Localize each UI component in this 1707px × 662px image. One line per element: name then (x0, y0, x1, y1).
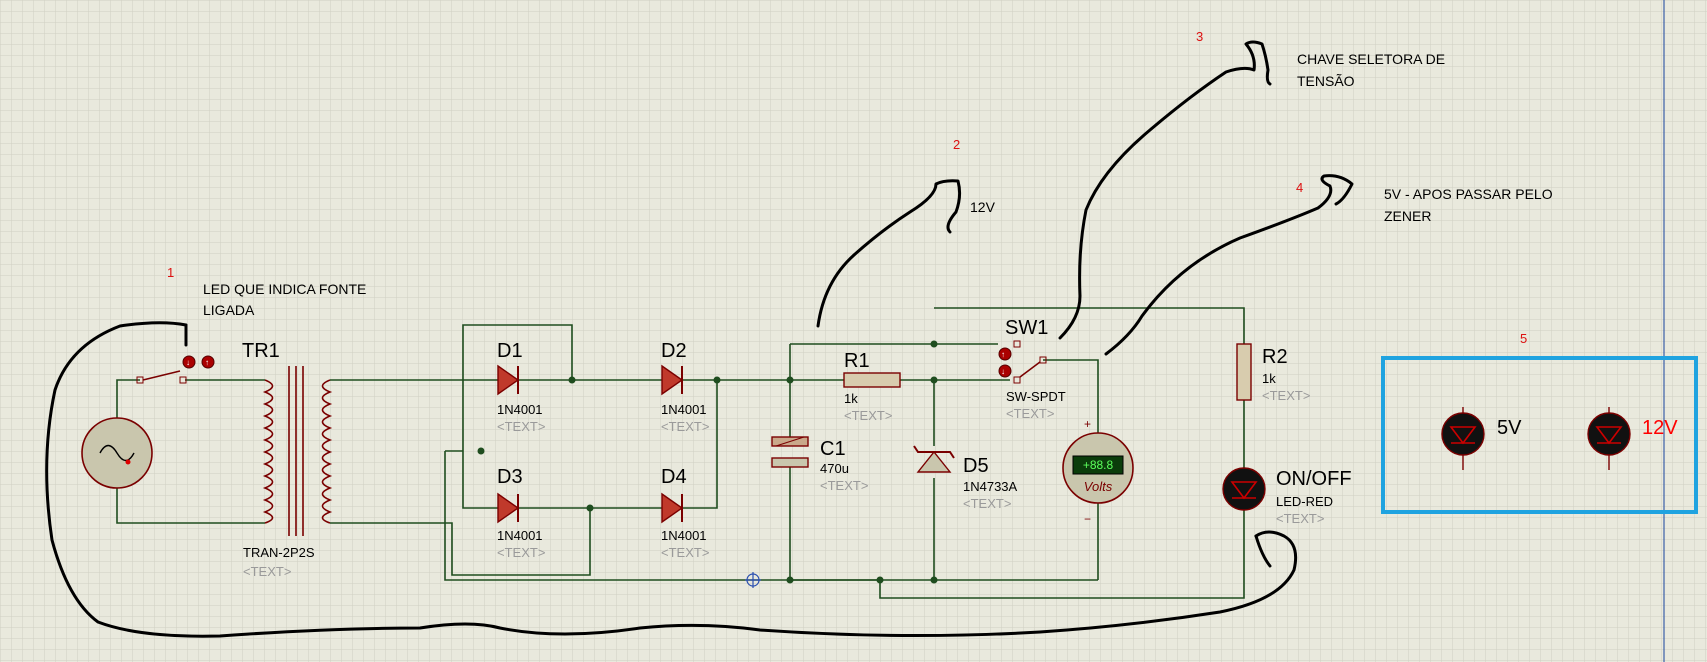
d5-ref: D5 (963, 455, 989, 477)
voltmeter-unit: Volts (1084, 479, 1113, 494)
legend-led-5v: 5V (1441, 407, 1522, 470)
d3-ref: D3 (497, 466, 523, 488)
r2-text: <TEXT> (1262, 388, 1310, 403)
voltmeter[interactable]: +88.8 Volts + − (1062, 417, 1134, 526)
zener-d5[interactable]: D5 1N4733A <TEXT> (913, 445, 1018, 511)
svg-text:↓: ↓ (1001, 367, 1005, 376)
d2-ref: D2 (661, 340, 687, 362)
voltmeter-minus: − (1084, 512, 1091, 526)
sw1-ref: SW1 (1005, 317, 1048, 339)
d1-ref: D1 (497, 340, 523, 362)
tr1-text: <TEXT> (243, 564, 291, 579)
led-legend-box: 5V 12V (1381, 356, 1698, 514)
d2-part: 1N4001 (661, 402, 707, 417)
led-onoff-part: LED-RED (1276, 494, 1333, 509)
diode-d4[interactable]: D4 1N4001 <TEXT> (661, 466, 709, 560)
legend-label-12v: 12V (1642, 417, 1678, 439)
sw1-text: <TEXT> (1006, 406, 1054, 421)
d4-part: 1N4001 (661, 528, 707, 543)
tr1-ref: TR1 (242, 340, 280, 362)
d2-text: <TEXT> (661, 419, 709, 434)
d1-part: 1N4001 (497, 402, 543, 417)
note-3-line-2: TENSÃO (1297, 73, 1355, 89)
c1-value: 470u (820, 461, 849, 476)
note-1-line-1: LED QUE INDICA FONTE (203, 281, 366, 297)
power-switch[interactable]: ↓ ↑ (136, 355, 215, 384)
wires (116, 307, 1245, 599)
junction-dots (477, 340, 938, 584)
cursor-crosshair-icon (745, 572, 761, 588)
ac-source[interactable] (81, 417, 153, 489)
voltmeter-display: +88.8 (1083, 458, 1114, 472)
r2-value: 1k (1262, 371, 1276, 386)
legend-led-12v: 12V (1587, 407, 1678, 470)
switch-sw1[interactable]: ↑ ↓ SW1 SW-SPDT <TEXT> (998, 317, 1066, 421)
diode-d3[interactable]: D3 1N4001 <TEXT> (497, 466, 545, 560)
handdrawn-strokes (45, 40, 1354, 638)
resistor-r1[interactable]: R1 1k <TEXT> (843, 350, 901, 423)
resistor-r2[interactable]: R2 1k <TEXT> (1236, 343, 1310, 403)
capacitor-c1[interactable]: C1 470u <TEXT> (771, 433, 868, 493)
note-3-line-1: CHAVE SELETORA DE (1297, 51, 1445, 67)
d4-text: <TEXT> (661, 545, 709, 560)
transformer-tr1[interactable]: TR1 TRAN-2P2S <TEXT> (242, 340, 333, 579)
diode-d1[interactable]: D1 1N4001 <TEXT> (497, 340, 545, 434)
led-onoff-ref: ON/OFF (1276, 468, 1352, 490)
d5-text: <TEXT> (963, 496, 1011, 511)
annotation-numbers: 1 2 3 4 5 (167, 29, 1527, 346)
legend-label-5v: 5V (1497, 417, 1522, 439)
note-number-1: 1 (167, 265, 174, 280)
led-onoff[interactable]: ON/OFF LED-RED <TEXT> (1222, 467, 1352, 526)
d3-part: 1N4001 (497, 528, 543, 543)
r1-value: 1k (844, 391, 858, 406)
note-number-3: 3 (1196, 29, 1203, 44)
svg-text:↑: ↑ (205, 358, 209, 367)
voltmeter-plus: + (1084, 417, 1091, 431)
d1-text: <TEXT> (497, 419, 545, 434)
r1-text: <TEXT> (844, 408, 892, 423)
note-2-line-1: 12V (970, 199, 996, 215)
led-onoff-text: <TEXT> (1276, 511, 1324, 526)
tr1-part: TRAN-2P2S (243, 545, 315, 560)
r1-ref: R1 (844, 350, 870, 372)
d5-part: 1N4733A (963, 479, 1018, 494)
note-4-line-1: 5V - APOS PASSAR PELO (1384, 186, 1553, 202)
note-number-4: 4 (1296, 180, 1303, 195)
svg-text:↑: ↑ (1001, 350, 1005, 359)
diode-d2[interactable]: D2 1N4001 <TEXT> (661, 340, 709, 434)
c1-ref: C1 (820, 438, 846, 460)
note-1-line-2: LIGADA (203, 302, 255, 318)
svg-text:↓: ↓ (186, 358, 190, 367)
note-number-5: 5 (1520, 331, 1527, 346)
r2-ref: R2 (1262, 346, 1288, 368)
d3-text: <TEXT> (497, 545, 545, 560)
note-number-2: 2 (953, 137, 960, 152)
d4-ref: D4 (661, 466, 687, 488)
c1-text: <TEXT> (820, 478, 868, 493)
annotation-texts: LED QUE INDICA FONTE LIGADA 12V CHAVE SE… (203, 51, 1553, 318)
sw1-part: SW-SPDT (1006, 389, 1066, 404)
note-4-line-2: ZENER (1384, 208, 1431, 224)
